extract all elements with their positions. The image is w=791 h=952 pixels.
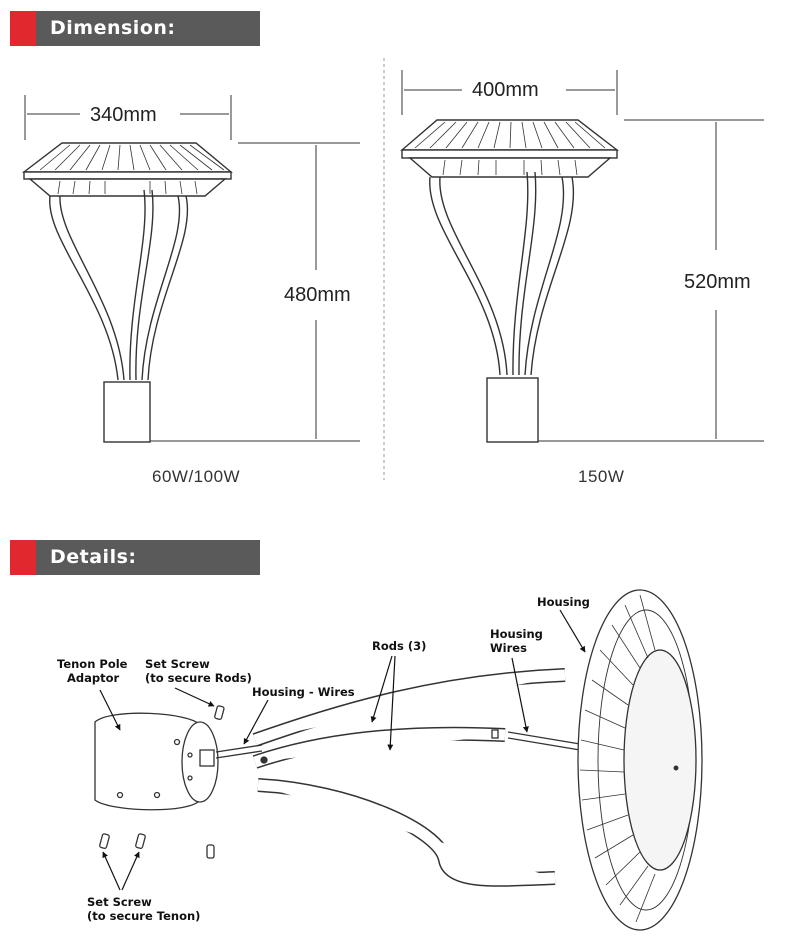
tenon-pole-adaptor-label-line2: Adaptor: [67, 671, 120, 685]
housing-wires-right-label-line2: Wires: [490, 641, 527, 655]
left-width-label: 340mm: [90, 104, 157, 126]
housing-wires-right-label-line1: Housing: [490, 627, 543, 641]
rods-label: Rods (3): [372, 639, 426, 653]
tenon-pole-adaptor-label-line1: Tenon Pole: [57, 657, 128, 671]
header-accent: [10, 540, 36, 575]
housing-wires-left-label: Housing - Wires: [252, 685, 355, 699]
details-section-header: Details:: [10, 540, 260, 575]
right-height-label: 520mm: [684, 271, 751, 293]
lamp-right-drawing: [400, 70, 764, 443]
right-width-label: 400mm: [472, 79, 539, 101]
leader-arrows: [99, 609, 586, 891]
right-wattage-label: 150W: [578, 467, 624, 486]
set-screw-tenon-label-line1: Set Screw: [87, 895, 152, 909]
left-wattage-label: 60W/100W: [152, 467, 240, 486]
dimension-section-header: Dimension:: [10, 11, 260, 46]
set-screw-tenon-label-line2: (to secure Tenon): [87, 909, 200, 923]
left-height-label: 480mm: [284, 284, 351, 306]
lamp-left-drawing: [21, 95, 360, 443]
dimension-title: Dimension:: [36, 11, 260, 46]
set-screw-rods-label-line1: Set Screw: [145, 657, 210, 671]
housing-label: Housing: [537, 595, 590, 609]
header-accent: [10, 11, 36, 46]
exploded-assembly: [94, 589, 703, 931]
details-title: Details:: [36, 540, 260, 575]
set-screw-rods-label-line2: (to secure Rods): [145, 671, 252, 685]
